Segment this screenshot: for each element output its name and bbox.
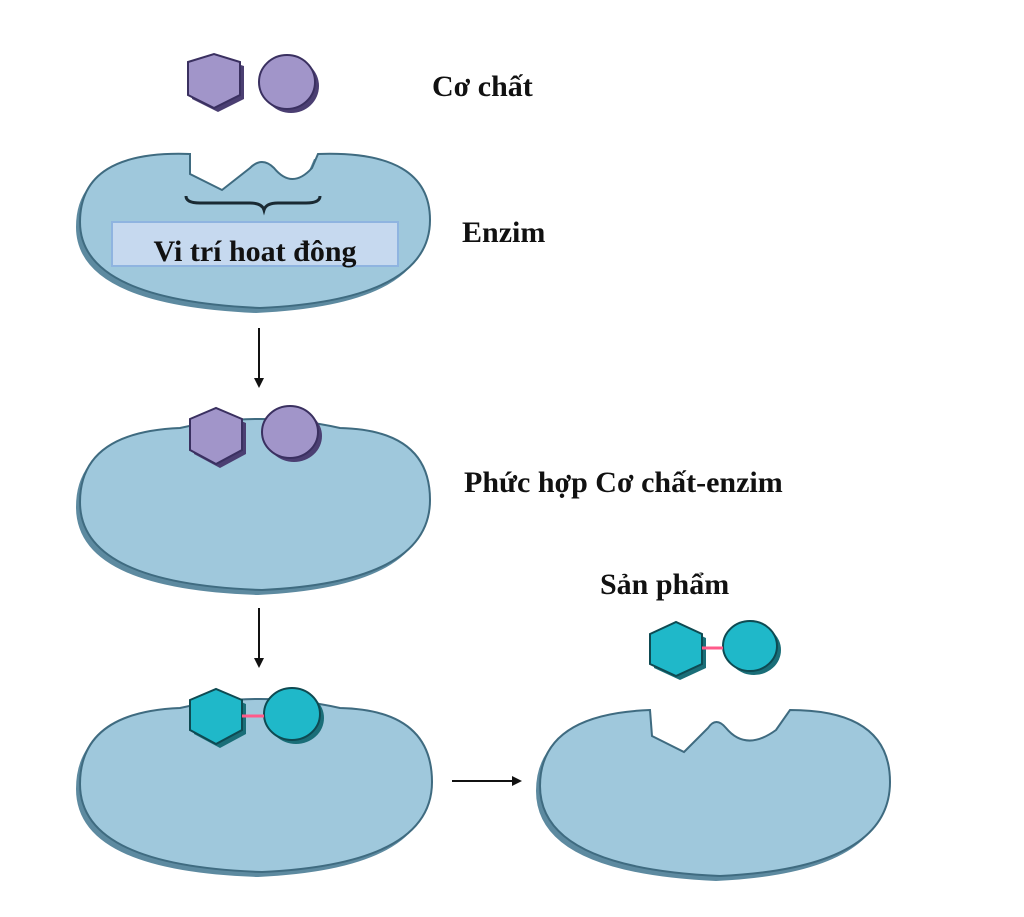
- substrate-hexagon: [187, 52, 241, 110]
- active-site-label: Vi trí hoat đông: [153, 235, 356, 268]
- complex-label: Phức hợp Cơ chất-enzim: [464, 466, 783, 499]
- bound-product-hexagon: [189, 687, 243, 746]
- enzyme-substrate-complex: [76, 405, 432, 595]
- enzyme-free: Vi trí hoat đông: [76, 152, 432, 313]
- active-site-bracket: [184, 195, 322, 216]
- bound-product-circle: [263, 687, 321, 741]
- product-label: Sản phẩm: [600, 568, 729, 601]
- bound-substrate-hexagon: [189, 406, 243, 466]
- enzyme-released: [536, 708, 892, 881]
- substrate-label: Cơ chất: [432, 70, 533, 103]
- enzyme-product-complex: [76, 687, 434, 877]
- product-released: [649, 620, 781, 680]
- product-hexagon: [649, 620, 703, 678]
- product-circle: [722, 620, 778, 672]
- bound-substrate-circle: [261, 405, 319, 459]
- active-site-label-box: [111, 221, 399, 267]
- enzyme-label: Enzim: [462, 216, 545, 249]
- substrate-circle: [258, 54, 316, 110]
- substrate-top: [187, 52, 319, 113]
